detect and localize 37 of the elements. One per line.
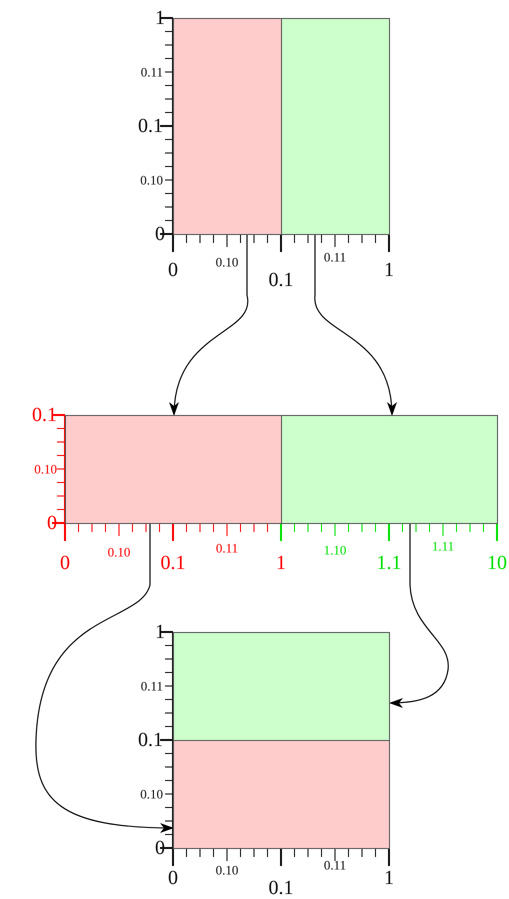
tick-label: 1.1 (376, 553, 402, 573)
tick-label: 0 (168, 260, 178, 280)
tick-label: 0.10 (140, 174, 163, 186)
shaded-region (173, 740, 390, 849)
shaded-region (173, 632, 390, 741)
tick-label: 1 (276, 553, 286, 573)
tick-label: 0.1 (32, 405, 57, 425)
tick-label: 0.10 (34, 462, 57, 476)
shaded-region (281, 415, 498, 524)
tick-label: 0.1 (138, 116, 163, 136)
tick-label: 0.1 (268, 270, 294, 290)
tick-label: 0.1 (138, 730, 163, 750)
tick-label: 0.10 (216, 256, 238, 268)
tick-label: 0.11 (140, 66, 163, 78)
tick-label: 1.11 (432, 540, 454, 552)
tick-label: 0.11 (216, 542, 238, 554)
tick-label: 1.10 (324, 544, 346, 556)
curved-arrow (35, 524, 174, 833)
tick-label: 1 (384, 868, 394, 888)
tick-label: 0.11 (140, 680, 163, 692)
shaded-region (173, 18, 282, 235)
tick-label: 1 (384, 260, 394, 280)
tick-label: 10 (487, 553, 507, 573)
tick-label: 0.11 (324, 250, 346, 264)
tick-label: 0.11 (324, 858, 346, 872)
tick-label: 0.1 (160, 553, 186, 573)
curved-arrow (170, 235, 248, 416)
tick-label: 0 (60, 553, 70, 573)
tick-label: 0.10 (216, 864, 238, 876)
shaded-region (281, 18, 390, 235)
curved-arrow (314, 235, 396, 416)
shaded-region (65, 415, 282, 524)
tick-label: 0.1 (268, 878, 294, 898)
tick-label: 0.10 (140, 788, 163, 800)
tick-label: 0.10 (108, 546, 130, 558)
tick-label: 0 (168, 868, 178, 888)
curved-arrow (389, 524, 449, 708)
